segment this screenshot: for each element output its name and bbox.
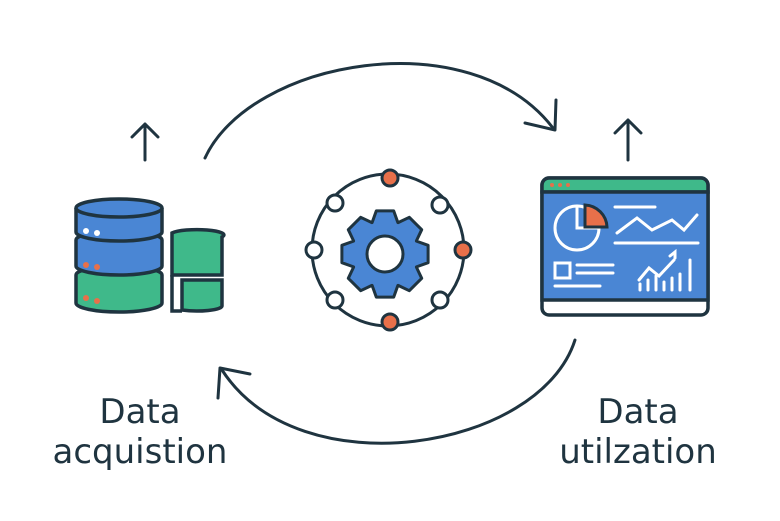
node-orange-right (453, 240, 473, 260)
dashboard-window-icon (540, 176, 710, 317)
up-arrow-icon-left (130, 122, 160, 162)
database-icon (74, 197, 226, 314)
label-right-line2: utilzation (559, 432, 717, 472)
cycle-arrow-bottom (220, 338, 577, 445)
arrowhead-top (523, 98, 558, 132)
label-right-line1: Data (597, 392, 679, 432)
node-orange-bottom (380, 312, 400, 332)
arrowhead-bottom (216, 366, 252, 400)
gear-network-icon (304, 168, 473, 332)
cycle-arrow-top (203, 62, 555, 160)
label-data-utilization: Data utilzation (528, 392, 748, 472)
up-arrow-icon-right (613, 118, 643, 162)
label-left-line1: Data (99, 392, 181, 432)
node-orange-top (380, 168, 400, 188)
label-left-line2: acquistion (52, 432, 228, 472)
label-data-acquisition: Data acquistion (30, 392, 250, 472)
